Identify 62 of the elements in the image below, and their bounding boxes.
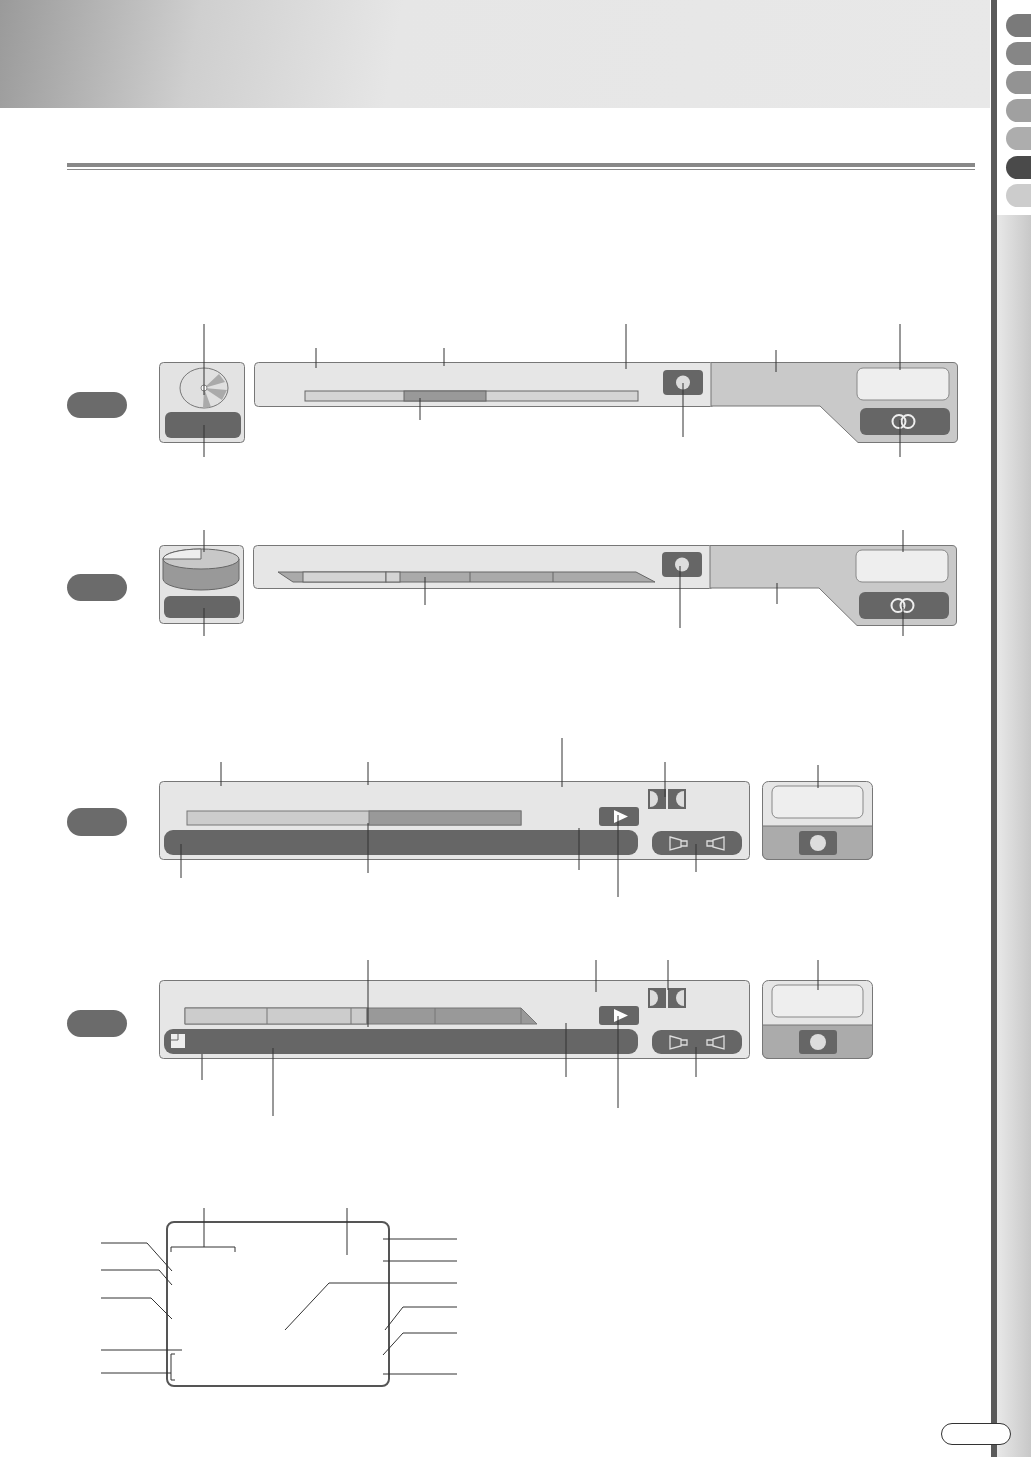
leader-line <box>664 761 666 798</box>
leader-line <box>817 959 819 991</box>
side-panel-drawing <box>762 781 873 861</box>
leader-line <box>561 737 563 788</box>
leader-line <box>100 1349 183 1351</box>
display-bar-drawing <box>253 545 957 626</box>
leader-line <box>565 1022 567 1078</box>
leader-line <box>899 419 901 458</box>
leader-line <box>170 1207 236 1253</box>
leader-line <box>284 1282 458 1331</box>
leader-line <box>682 382 684 438</box>
leader-line <box>679 565 681 629</box>
leader-line <box>424 576 426 606</box>
leader-line <box>384 1306 458 1331</box>
leader-line <box>100 1297 173 1320</box>
disk-status-drawing <box>159 545 244 624</box>
leader-line <box>382 1332 458 1356</box>
playback-bar-drawing <box>159 980 750 1059</box>
label-pill <box>67 392 127 418</box>
leader-line <box>100 1353 176 1381</box>
leader-line <box>382 1238 458 1240</box>
leader-line <box>817 764 819 789</box>
leader-line <box>617 814 619 898</box>
leader-line <box>203 424 205 458</box>
leader-line <box>443 347 445 367</box>
leader-line <box>695 843 697 873</box>
leader-line <box>776 582 778 605</box>
label-pill <box>67 808 127 836</box>
leader-line <box>902 606 904 637</box>
display-bar-drawing <box>254 362 958 443</box>
leader-line <box>382 1373 458 1375</box>
leader-line <box>902 529 904 553</box>
leader-line <box>180 843 182 879</box>
leader-line <box>100 1242 173 1272</box>
leader-line <box>272 1047 274 1117</box>
leader-line <box>220 761 222 787</box>
leader-line <box>617 1015 619 1109</box>
leader-line <box>899 323 901 371</box>
leader-line <box>625 323 627 370</box>
leader-line <box>203 323 205 396</box>
leader-line <box>367 822 369 874</box>
playback-bar-drawing <box>159 781 750 861</box>
leader-line <box>201 1053 203 1081</box>
leader-line <box>667 959 669 991</box>
leader-line <box>203 529 205 553</box>
label-pill <box>67 574 127 601</box>
leader-line <box>419 397 421 421</box>
leader-line <box>315 347 317 369</box>
leader-line <box>100 1269 173 1286</box>
leader-line <box>578 827 580 871</box>
leader-line <box>382 1260 458 1262</box>
leader-line <box>595 959 597 993</box>
screen-frame <box>166 1221 390 1387</box>
leader-line <box>695 1046 697 1078</box>
leader-line <box>775 349 777 373</box>
disc-status-drawing <box>159 362 245 443</box>
leader-line <box>346 1207 348 1256</box>
leader-line <box>367 761 369 786</box>
leader-line <box>367 959 369 1028</box>
side-panel-drawing <box>762 980 873 1060</box>
leader-line <box>203 607 205 637</box>
label-pill <box>67 1010 127 1037</box>
